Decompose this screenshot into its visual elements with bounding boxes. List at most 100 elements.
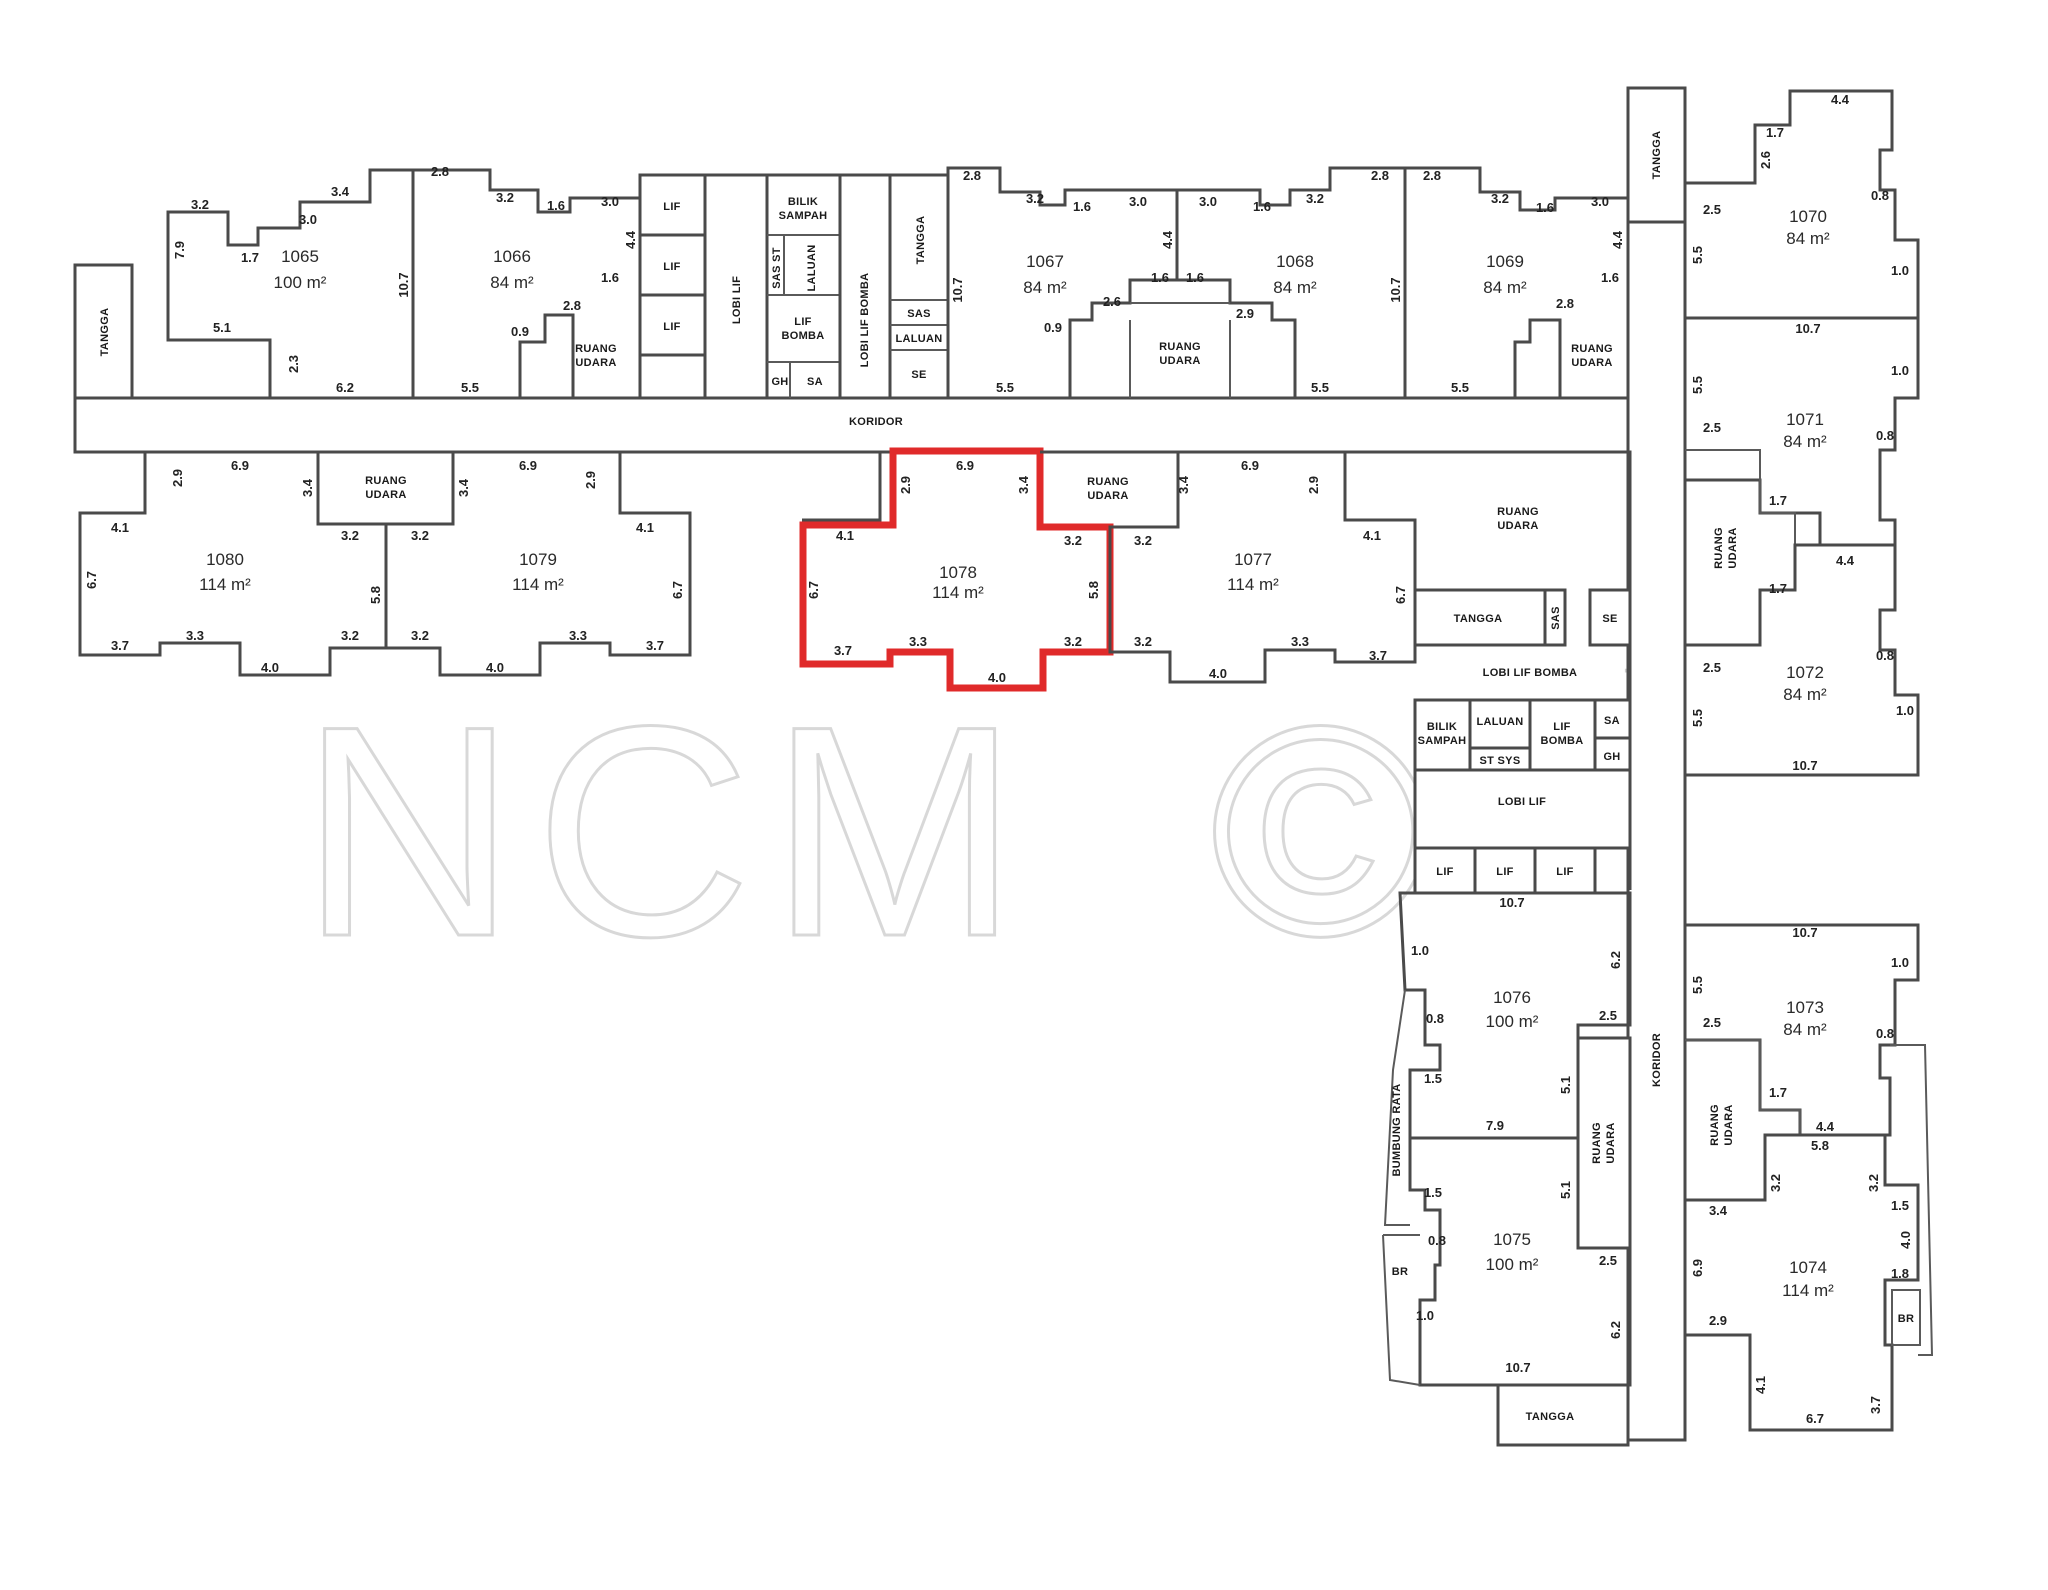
unit-1080[interactable]: 1080 114 m² 6.9 4.1 3.2 3.2 3.3 3.7 4.0 … <box>78 450 388 677</box>
svg-text:3.2: 3.2 <box>1026 191 1044 206</box>
svg-text:6.7: 6.7 <box>84 571 99 589</box>
air-well-1075-1076: RUANG UDARA <box>1576 1036 1632 1250</box>
svg-text:LOBI LIF BOMBA: LOBI LIF BOMBA <box>859 273 871 368</box>
unit-1078-highlighted[interactable]: 1078 114 m² 6.9 4.1 3.2 3.2 3.3 3.7 4.0 … <box>799 447 1114 692</box>
svg-text:SE: SE <box>911 369 926 381</box>
svg-text:3.0: 3.0 <box>1129 194 1147 209</box>
svg-text:6.7: 6.7 <box>1393 586 1408 604</box>
svg-text:4.1: 4.1 <box>111 520 129 535</box>
unit-1074[interactable]: 1074 114 m² 5.8 3.4 1.5 1.8 2.9 6.7 6.9 … <box>1683 1133 1921 1432</box>
svg-text:2.9: 2.9 <box>898 476 913 494</box>
svg-text:0.8: 0.8 <box>1876 648 1894 663</box>
unit-1070[interactable]: 1070 84 m² 4.4 1.7 2.5 0.8 1.0 10.7 5.5 … <box>1683 89 1920 336</box>
unit-1068[interactable]: 1068 84 m² 3.0 1.6 3.2 2.8 1.6 2.9 5.5 1… <box>1129 166 1407 400</box>
svg-text:BUMBUNG RATA: BUMBUNG RATA <box>1391 1083 1403 1176</box>
svg-text:TANGGA: TANGGA <box>99 308 111 357</box>
svg-text:1.0: 1.0 <box>1891 263 1909 278</box>
svg-text:84 m²: 84 m² <box>490 273 534 292</box>
svg-text:3.2: 3.2 <box>1064 634 1082 649</box>
svg-text:2.8: 2.8 <box>1556 296 1574 311</box>
watermark-text: NCM <box>300 663 1037 999</box>
svg-text:3.2: 3.2 <box>411 528 429 543</box>
svg-text:84 m²: 84 m² <box>1786 229 1830 248</box>
svg-text:84 m²: 84 m² <box>1023 278 1067 297</box>
svg-text:SAS: SAS <box>907 308 931 320</box>
svg-text:3.7: 3.7 <box>1868 1396 1883 1414</box>
svg-text:6.9: 6.9 <box>231 458 249 473</box>
svg-text:3.7: 3.7 <box>111 638 129 653</box>
svg-text:BOMBA: BOMBA <box>1540 735 1583 747</box>
svg-text:3.0: 3.0 <box>299 212 317 227</box>
svg-text:1.7: 1.7 <box>1766 125 1784 140</box>
svg-text:5.8: 5.8 <box>1086 581 1101 599</box>
svg-text:84 m²: 84 m² <box>1783 685 1827 704</box>
svg-text:2.9: 2.9 <box>1236 306 1254 321</box>
svg-text:3.2: 3.2 <box>1306 191 1324 206</box>
svg-text:1069: 1069 <box>1486 252 1524 271</box>
svg-text:1.0: 1.0 <box>1891 363 1909 378</box>
svg-text:10.7: 10.7 <box>1388 277 1403 302</box>
svg-text:5.1: 5.1 <box>1558 1181 1573 1199</box>
svg-text:1.5: 1.5 <box>1891 1198 1909 1213</box>
svg-text:UDARA: UDARA <box>1605 1122 1617 1163</box>
unit-1073[interactable]: 1073 84 m² 10.7 1.0 2.5 0.8 1.7 4.4 5.5 <box>1683 923 1920 1137</box>
svg-text:2.5: 2.5 <box>1599 1008 1617 1023</box>
svg-text:3.2: 3.2 <box>1134 634 1152 649</box>
unit-1079[interactable]: 1079 114 m² 6.9 4.1 3.2 3.2 3.3 3.7 4.0 … <box>384 450 692 677</box>
svg-text:3.4: 3.4 <box>300 478 315 497</box>
svg-text:LALUAN: LALUAN <box>895 333 942 345</box>
svg-text:1.7: 1.7 <box>1769 581 1787 596</box>
svg-text:10.7: 10.7 <box>1499 895 1524 910</box>
svg-text:1.0: 1.0 <box>1416 1308 1434 1323</box>
lift-core-top: LIF LIF LIF LOBI LIF BILIK SAMPAH SAS ST… <box>638 173 950 400</box>
svg-text:4.0: 4.0 <box>486 660 504 675</box>
unit-1072[interactable]: 1072 84 m² 4.4 1.7 2.5 0.8 1.0 10.7 5.5 <box>1683 543 1920 777</box>
unit-1066[interactable]: 1066 84 m² 2.8 3.2 1.6 3.0 1.6 2.8 0.9 5… <box>396 164 642 400</box>
svg-text:0.8: 0.8 <box>1426 1011 1444 1026</box>
unit-1067[interactable]: 1067 84 m² 2.8 3.2 1.6 3.0 1.6 2.6 0.9 5… <box>946 166 1179 400</box>
svg-text:5.5: 5.5 <box>1690 709 1705 727</box>
svg-text:BR: BR <box>1392 1266 1409 1278</box>
unit-1071[interactable]: 1071 84 m² 1.0 0.8 2.5 1.7 5.5 <box>1683 316 1920 547</box>
stair-bottom: TANGGA <box>1496 1383 1630 1447</box>
svg-text:UDARA: UDARA <box>1087 490 1128 502</box>
vertical-corridor-label: KORIDOR <box>1651 1033 1663 1087</box>
svg-text:4.4: 4.4 <box>1610 230 1625 249</box>
svg-text:LIF: LIF <box>1556 866 1573 878</box>
svg-text:SE: SE <box>1602 613 1617 625</box>
svg-text:3.4: 3.4 <box>1709 1203 1728 1218</box>
svg-text:LALUAN: LALUAN <box>1476 716 1523 728</box>
svg-text:3.7: 3.7 <box>646 638 664 653</box>
unit-1075[interactable]: 1075 100 m² 1.5 0.8 1.0 10.7 2.5 6.2 5.1 <box>1408 1136 1632 1387</box>
svg-text:2.5: 2.5 <box>1703 1015 1721 1030</box>
svg-text:5.5: 5.5 <box>1690 246 1705 264</box>
svg-text:BILIK: BILIK <box>788 196 818 208</box>
svg-text:RUANG: RUANG <box>1709 1104 1721 1146</box>
svg-text:UDARA: UDARA <box>1571 357 1612 369</box>
svg-text:1076: 1076 <box>1493 988 1531 1007</box>
svg-text:RUANG: RUANG <box>575 343 617 355</box>
svg-text:5.5: 5.5 <box>1451 380 1469 395</box>
svg-text:5.5: 5.5 <box>1311 380 1329 395</box>
svg-text:10.7: 10.7 <box>1505 1360 1530 1375</box>
svg-text:1.6: 1.6 <box>1601 270 1619 285</box>
svg-text:SAS ST: SAS ST <box>771 247 783 289</box>
unit-1076[interactable]: 1076 100 m² 10.7 1.0 0.8 1.5 7.9 2.5 6.2… <box>1398 891 1632 1140</box>
svg-text:RUANG: RUANG <box>365 475 407 487</box>
svg-text:4.0: 4.0 <box>1209 666 1227 681</box>
svg-text:1.6: 1.6 <box>601 270 619 285</box>
svg-text:1072: 1072 <box>1786 663 1824 682</box>
svg-text:GH: GH <box>771 376 788 388</box>
svg-text:3.2: 3.2 <box>496 190 514 205</box>
svg-text:RUANG: RUANG <box>1159 341 1201 353</box>
svg-text:2.8: 2.8 <box>563 298 581 313</box>
svg-text:1065: 1065 <box>281 247 319 266</box>
svg-text:TANGGA: TANGGA <box>1526 1411 1575 1423</box>
svg-text:1.6: 1.6 <box>1186 270 1204 285</box>
svg-text:1066: 1066 <box>493 247 531 266</box>
unit-1069[interactable]: 1069 84 m² 2.8 3.2 1.6 3.0 1.6 2.8 5.5 4… <box>1403 166 1630 400</box>
svg-text:5.5: 5.5 <box>996 380 1014 395</box>
unit-1077[interactable]: 1077 114 m² 6.9 4.1 3.2 3.2 3.3 3.7 4.0 … <box>1108 450 1417 684</box>
unit-1065[interactable]: 1065 100 m² 3.2 1.7 3.0 3.4 5.1 6.2 7.9 … <box>166 168 415 400</box>
